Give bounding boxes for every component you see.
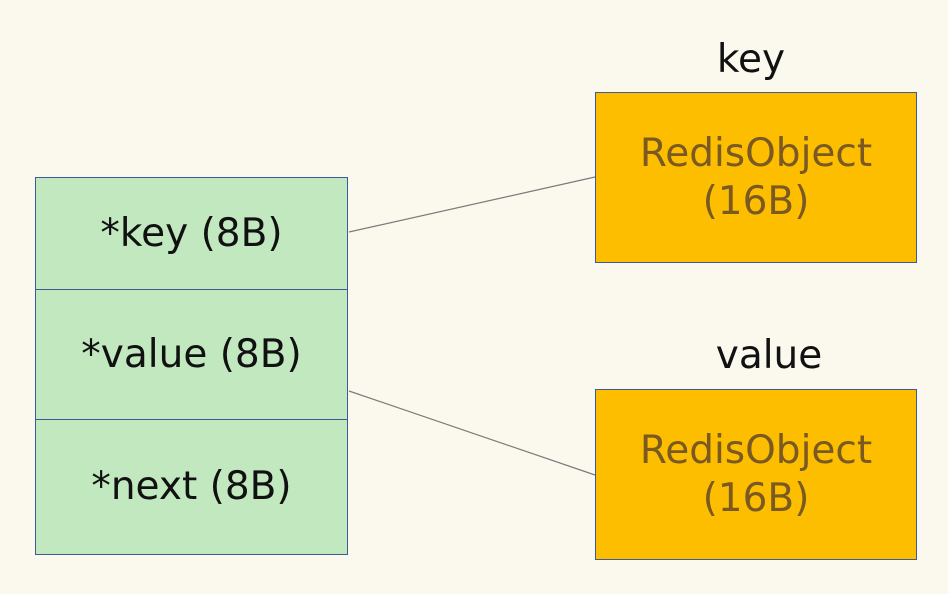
value-pointer-field: *value (8B) — [36, 289, 347, 419]
key-redis-object: RedisObject (16B) — [595, 92, 917, 263]
key-connector-line — [348, 176, 596, 233]
value-connector-line — [348, 390, 596, 476]
value-redis-object-name: RedisObject — [639, 427, 873, 473]
next-pointer-field: *next (8B) — [36, 419, 347, 553]
dict-entry-table: *key (8B) *value (8B) *next (8B) — [35, 177, 348, 555]
key-pointer-field: *key (8B) — [100, 211, 283, 256]
value-redis-object: RedisObject (16B) — [595, 389, 917, 560]
key-object-caption: key — [716, 37, 786, 82]
value-redis-object-size: (16B) — [702, 475, 810, 521]
value-object-caption: value — [715, 333, 823, 378]
key-redis-object-name: RedisObject — [639, 130, 873, 176]
key-redis-object-size: (16B) — [702, 178, 810, 224]
